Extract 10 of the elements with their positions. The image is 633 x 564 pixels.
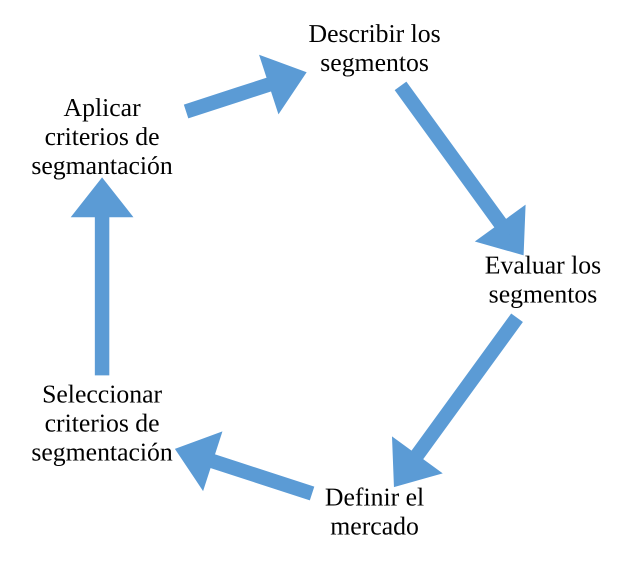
arrow: [184, 54, 307, 118]
node-text: Aplicar criterios de segmantación: [31, 92, 173, 180]
node-text: Evaluar los segmentos: [484, 250, 602, 309]
arrow: [394, 82, 526, 256]
node-text: Describir los segmentos: [308, 18, 441, 77]
node-text: Seleccionar criterios de segmentación: [31, 379, 173, 466]
arrow: [174, 431, 314, 500]
node-text: Definir el mercado: [324, 482, 424, 540]
arrow: [392, 313, 523, 488]
arrow: [70, 177, 134, 376]
